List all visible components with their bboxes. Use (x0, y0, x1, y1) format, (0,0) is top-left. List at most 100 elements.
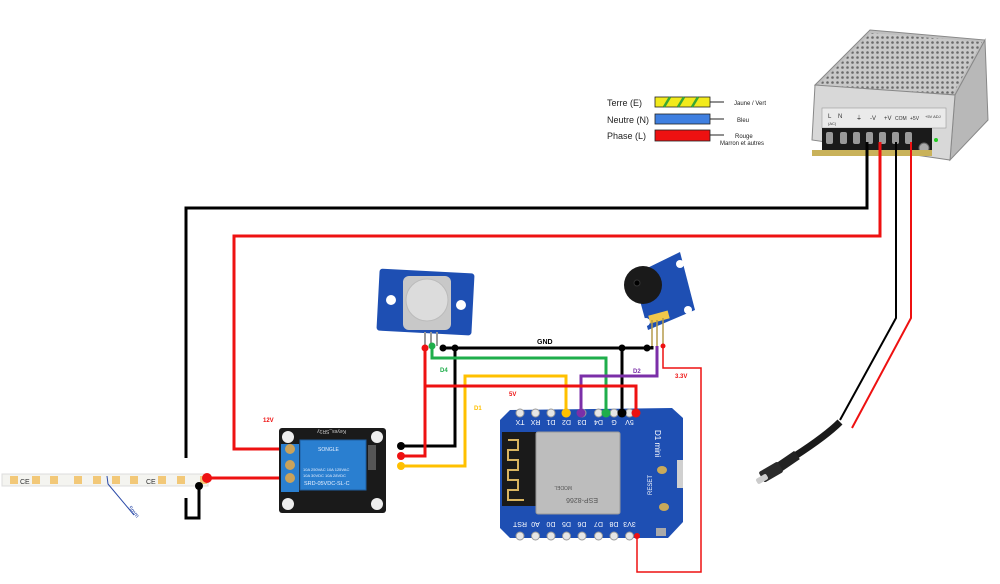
esp-module-markings: ESP-8266 MODEL (554, 484, 598, 503)
psu-terminal-labels: L N (AC) ⏚ -V +V COM +5V +5V ADJ (828, 114, 941, 126)
dimension-line (106, 475, 135, 516)
signal-wires (401, 346, 702, 573)
esp-pin-hole (609, 531, 619, 541)
esp-pin-hole (546, 408, 556, 418)
esp-pin-label: D5 (562, 520, 571, 527)
wire-color-legend: Terre (E) Jaune / Vert Neutre (N) Bleu P… (607, 96, 766, 147)
esp-pin-label: G (611, 418, 616, 425)
wire-psu-negative (184, 142, 869, 458)
wire-gnd-drop-relay (401, 348, 457, 448)
svg-text:N: N (838, 114, 842, 120)
wire-psu-positive (232, 142, 882, 451)
esp8266-d1-mini: ESP-8266 MODEL D1 mini RESET (500, 408, 683, 538)
svg-text:10A 30VDC 10A 28VDC: 10A 30VDC 10A 28VDC (303, 473, 346, 478)
strip-negative-dot (195, 482, 203, 490)
esp-pin-hole (594, 531, 603, 541)
esp-pin-hole (609, 408, 619, 418)
svg-text:L: L (828, 114, 832, 120)
led-strip-ce-mark-2: CE (146, 479, 156, 486)
legend-color-earth: Jaune / Vert (734, 101, 766, 107)
label-gnd: GND (537, 339, 553, 346)
esp-pin-hole (594, 408, 603, 418)
wire-labels: GND D4 D1 D2 5V 3.3V 12V (263, 339, 687, 424)
legend-label-phase: Phase (L) (607, 131, 646, 141)
wire-psu-com-usb (839, 142, 897, 421)
esp-top-pin-row: TX RX D1 D2 D3 D4 G 5V (515, 408, 634, 425)
label-d2: D2 (633, 369, 641, 375)
wire-gnd (443, 346, 654, 350)
esp-reset-label: RESET (648, 475, 654, 495)
dimension-label: 5mm (126, 505, 139, 519)
wire-d2 (579, 346, 659, 410)
label-12v: 12V (263, 418, 274, 424)
legend-swatch-earth-stripes (662, 96, 700, 108)
strip-positive-dot (202, 473, 212, 483)
esp-wire-dots (561, 408, 641, 539)
svg-text:+V: +V (884, 116, 892, 122)
esp-pin-label: 5V (625, 418, 634, 425)
esp-pin-hole (531, 531, 540, 541)
esp-pin-label: D0 (546, 520, 555, 527)
buzzer-module (624, 252, 695, 346)
relay-markings: SONGLE 10A 250VAC 10A 125VAC 10A 30VDC 1… (303, 447, 350, 487)
svg-text:+5V: +5V (910, 116, 920, 122)
psu-screw-terminals (826, 132, 912, 144)
label-d4: D4 (440, 368, 448, 374)
svg-text:-V: -V (870, 116, 876, 122)
power-supply: L N (AC) ⏚ -V +V COM +5V +5V ADJ (811, 29, 989, 162)
svg-text:MODEL: MODEL (554, 484, 572, 490)
svg-text:(AC): (AC) (828, 121, 837, 126)
esp-pin-hole (562, 531, 571, 541)
wire-5v-esp (425, 384, 638, 410)
label-3v3: 3.3V (675, 374, 687, 380)
wire-5v (401, 348, 427, 458)
esp-pin-label: TX (515, 418, 524, 425)
relay-silk-label: Keyes_SR1y (317, 428, 346, 434)
esp-pin-label: D4 (594, 418, 603, 425)
esp-pin-label: D2 (562, 418, 571, 425)
wire-strip-negative (184, 486, 201, 520)
label-5v: 5V (509, 392, 516, 398)
usb-cable (756, 419, 843, 484)
svg-text:10A 250VAC 10A 125VAC: 10A 250VAC 10A 125VAC (303, 467, 349, 472)
legend-swatch-neutral (654, 113, 711, 125)
led-strip: CE CE 5mm (1, 473, 212, 520)
wire-junctions (397, 342, 666, 470)
esp-pin-hole (577, 531, 587, 541)
wire-psu-5v-usb (851, 142, 912, 429)
esp-pin-label: RST (512, 520, 527, 527)
esp-pin-hole (515, 531, 525, 541)
label-d1: D1 (474, 406, 482, 412)
esp-pin-hole (546, 531, 556, 541)
svg-text:+5V ADJ: +5V ADJ (925, 114, 941, 119)
legend-color-phase-alt: Marron et autres (720, 141, 764, 147)
svg-text:⏚: ⏚ (856, 115, 862, 122)
legend-color-phase: Rouge (735, 134, 753, 140)
legend-label-neutral: Neutre (N) (607, 115, 649, 125)
esp-pin-label: D8 (609, 520, 618, 527)
wire-3v3 (636, 346, 702, 573)
legend-swatch-phase (654, 129, 711, 142)
svg-text:SONGLE: SONGLE (318, 447, 340, 453)
esp-pin-label: RX (530, 418, 540, 425)
power-wires (184, 142, 912, 520)
wire-d4 (430, 348, 608, 410)
esp-pin-hole (625, 531, 634, 541)
legend-label-earth: Terre (E) (607, 98, 642, 108)
esp-pin-label: D1 (546, 418, 555, 425)
esp-pin-label: A0 (531, 520, 540, 527)
svg-text:COM: COM (895, 116, 907, 122)
legend-color-neutral: Bleu (737, 118, 749, 124)
esp-pin-hole (531, 408, 540, 418)
esp-pin-label: D6 (577, 520, 586, 527)
esp-pin-label: D3 (577, 418, 586, 425)
esp-pin-label: D7 (594, 520, 603, 527)
svg-text:ESP-8266: ESP-8266 (566, 496, 598, 503)
esp-board-name: D1 mini (653, 430, 662, 457)
esp-pin-hole (515, 408, 525, 418)
relay-module: SONGLE 10A 250VAC 10A 125VAC 10A 30VDC 1… (279, 428, 386, 513)
svg-text:SRD-05VDC-SL-C: SRD-05VDC-SL-C (304, 481, 350, 487)
pir-sensor (376, 268, 475, 346)
